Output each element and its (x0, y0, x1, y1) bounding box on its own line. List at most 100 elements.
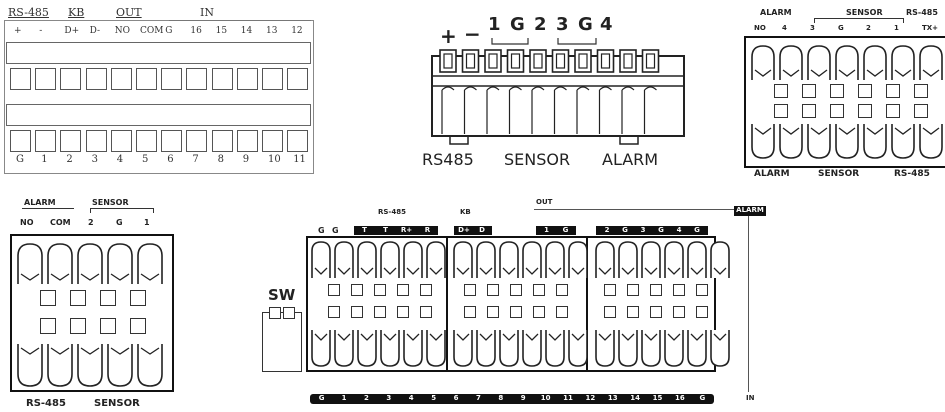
bottom-pin-badge: 4 (408, 394, 414, 402)
screw-square[interactable] (627, 284, 639, 296)
screw-square[interactable] (604, 306, 616, 318)
terminal-cell[interactable] (287, 68, 309, 90)
terminal-cell[interactable] (186, 68, 208, 90)
screw-square[interactable] (374, 306, 386, 318)
terminal-cell[interactable] (35, 68, 57, 90)
screw-square[interactable] (464, 306, 476, 318)
screw-square[interactable] (604, 284, 616, 296)
terminal-cell[interactable] (110, 130, 132, 152)
terminal-cell[interactable] (60, 130, 82, 152)
terminal-clamp-top (137, 243, 163, 284)
screw-square[interactable] (802, 104, 816, 118)
screw-square[interactable] (533, 306, 545, 318)
terminal-clamp-top (426, 241, 446, 278)
terminal-clamp-top (357, 241, 377, 278)
screw-square[interactable] (130, 290, 146, 306)
screw-square[interactable] (510, 284, 522, 296)
terminal-clamp-bottom (47, 344, 73, 387)
screw-square[interactable] (40, 318, 56, 334)
top-pin-label: 14 (240, 26, 253, 36)
bottom-pin-badge: 14 (630, 394, 641, 402)
terminal-clamp-top (618, 241, 638, 278)
screw-square[interactable] (914, 84, 928, 98)
screw-square[interactable] (510, 306, 522, 318)
screw-square[interactable] (533, 284, 545, 296)
terminal-cell[interactable] (236, 68, 258, 90)
terminal-cell[interactable] (85, 130, 107, 152)
screw-square[interactable] (100, 290, 116, 306)
out-pin-badge: G (694, 226, 700, 234)
top-pin-label: - (39, 26, 43, 36)
screw-square[interactable] (70, 290, 86, 306)
terminal-clamp-top (595, 241, 615, 278)
screw-square[interactable] (351, 306, 363, 318)
screw-square[interactable] (556, 306, 568, 318)
screw-square[interactable] (802, 84, 816, 98)
screw-square[interactable] (351, 284, 363, 296)
screw-square[interactable] (830, 84, 844, 98)
screw-square[interactable] (650, 284, 662, 296)
screw-square[interactable] (886, 104, 900, 118)
terminal-cell[interactable] (35, 130, 57, 152)
terminal-cell[interactable] (136, 130, 157, 152)
terminal-cell[interactable] (161, 130, 183, 152)
screw-square[interactable] (397, 284, 409, 296)
screw-square[interactable] (420, 284, 432, 296)
screw-square[interactable] (774, 104, 788, 118)
screw-square[interactable] (774, 84, 788, 98)
divider-1 (446, 236, 448, 372)
terminal-cell[interactable] (211, 68, 233, 90)
terminal-cell[interactable] (10, 68, 31, 90)
bottom-pin-label: 1 (41, 154, 48, 165)
screw-square[interactable] (130, 318, 146, 334)
bottom-label-sensor: SENSOR (94, 398, 140, 409)
screw-square[interactable] (420, 306, 432, 318)
terminal-cell[interactable] (161, 68, 183, 90)
screw-square[interactable] (397, 306, 409, 318)
screw-square[interactable] (886, 84, 900, 98)
terminal-clamp-top (568, 241, 588, 278)
screw-square[interactable] (650, 306, 662, 318)
sw-switch[interactable] (262, 307, 302, 372)
terminal-clamp-top (77, 243, 103, 284)
screw-square[interactable] (673, 284, 685, 296)
screw-square[interactable] (328, 306, 340, 318)
terminal-cell[interactable] (186, 130, 208, 152)
screw-square[interactable] (627, 306, 639, 318)
screw-square[interactable] (858, 84, 872, 98)
terminal-cell[interactable] (262, 68, 283, 90)
screw-square[interactable] (487, 284, 499, 296)
screw-square[interactable] (556, 284, 568, 296)
top-pin-label: G (165, 26, 173, 36)
terminal-cell[interactable] (85, 68, 107, 90)
terminal-cell[interactable] (236, 130, 258, 152)
screw-square[interactable] (464, 284, 476, 296)
out-pin-badge: 1 (544, 226, 549, 234)
screw-square[interactable] (696, 284, 708, 296)
screw-square[interactable] (328, 284, 340, 296)
top-pin-label: D- (89, 26, 101, 36)
terminal-cell[interactable] (136, 68, 157, 90)
screw-square[interactable] (858, 104, 872, 118)
screw-square[interactable] (830, 104, 844, 118)
terminal-cell[interactable] (60, 68, 82, 90)
terminal-cell[interactable] (287, 130, 309, 152)
out-pin-badge: G (622, 226, 628, 234)
screw-square[interactable] (696, 306, 708, 318)
terminal-cell[interactable] (10, 130, 31, 152)
screw-square[interactable] (40, 290, 56, 306)
terminal-cell[interactable] (262, 130, 283, 152)
screw-square[interactable] (70, 318, 86, 334)
group-label-out: OUT (536, 198, 553, 206)
rs485-pin-badge: R+ (400, 226, 413, 234)
screw-square[interactable] (673, 306, 685, 318)
screw-square[interactable] (100, 318, 116, 334)
screw-square[interactable] (487, 306, 499, 318)
terminal-cell[interactable] (211, 130, 233, 152)
screw-square[interactable] (374, 284, 386, 296)
screw-square[interactable] (914, 104, 928, 118)
terminal-clamp-bottom (751, 124, 775, 159)
kb-pin-badge: D+ (458, 226, 470, 234)
terminal-clamp-bottom (710, 330, 730, 367)
terminal-cell[interactable] (110, 68, 132, 90)
